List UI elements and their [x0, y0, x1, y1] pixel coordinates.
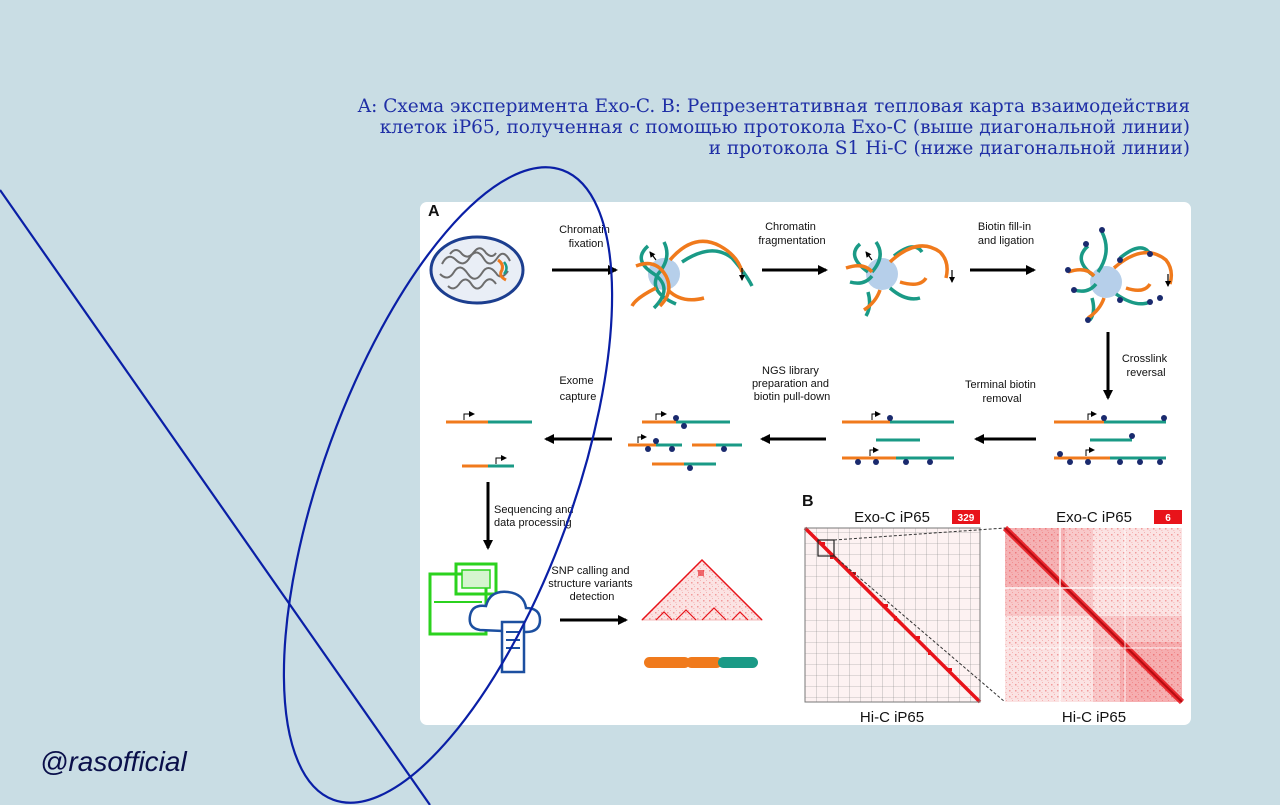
chromatin-fragmented	[845, 240, 955, 317]
heatmap-right-badge	[1154, 510, 1182, 524]
step-crosslink-label: Crosslink reversal	[1122, 353, 1170, 379]
heatmap-right-badge-value: 6	[1165, 513, 1171, 524]
cloud-server-icon	[468, 590, 542, 674]
zoom-line-bottom	[833, 555, 1006, 703]
caption-line-1: A: Схема эксперимента Exo-C. B: Репрезен…	[357, 96, 1190, 117]
heatmap-left-badge	[952, 510, 980, 524]
exo-c-diagram: A Chromatin fixation Chromatin fragmenta…	[428, 203, 1185, 725]
fragments-cleaned	[842, 411, 954, 465]
step-fragmentation-label: Chromatin fragmentation	[758, 221, 825, 247]
panel-a-label: A	[428, 203, 440, 220]
chromatin-biotinylated	[1065, 227, 1174, 323]
step-snp-label: SNP calling and structure variants detec…	[548, 565, 635, 603]
step-fillin-label: Biotin fill-in and ligation	[978, 221, 1034, 247]
step-sequencing-label: Sequencing and data processing	[494, 504, 577, 529]
heatmap-left-top-label: Exo-C iP65	[854, 509, 930, 526]
heatmap-left	[803, 526, 982, 704]
heatmap-right	[1002, 525, 1185, 705]
heatmap-right-bottom-label: Hi-C iP65	[1062, 709, 1126, 725]
step-terminal-label: Terminal biotin removal	[965, 379, 1039, 405]
step-exome-label: Exome capture	[559, 375, 596, 403]
figure-caption: A: Схема эксперимента Exo-C. B: Репрезен…	[290, 96, 1190, 159]
step-ngs-label: NGS library preparation and biotin pull-…	[752, 365, 832, 403]
nucleus-illustration	[429, 235, 525, 305]
caption-line-2: клеток iP65, полученная с помощью проток…	[379, 117, 1190, 138]
decorative-diagonal-line	[0, 189, 431, 805]
fragments-captured	[446, 411, 532, 468]
heatmap-left-bottom-label: Hi-C iP65	[860, 709, 924, 725]
caption-line-3: и протокола S1 Hi-C (ниже диагональной л…	[708, 138, 1190, 159]
heatmap-left-badge-value: 329	[958, 513, 975, 524]
fragments-biotin	[1054, 411, 1167, 465]
heatmap-right-top-label: Exo-C iP65	[1056, 509, 1132, 526]
triangle-heatmap	[641, 558, 763, 621]
step-fixation-label: Chromatin fixation	[559, 224, 613, 250]
fragments-library	[628, 411, 742, 471]
social-handle: @rasofficial	[40, 746, 187, 777]
panel-b-label: B	[802, 493, 814, 510]
figure-panel: A Chromatin fixation Chromatin fragmenta…	[420, 202, 1191, 725]
chromatin-fixed	[630, 239, 754, 310]
zoom-line-top	[833, 527, 1006, 541]
chromosome-bar	[644, 657, 758, 668]
